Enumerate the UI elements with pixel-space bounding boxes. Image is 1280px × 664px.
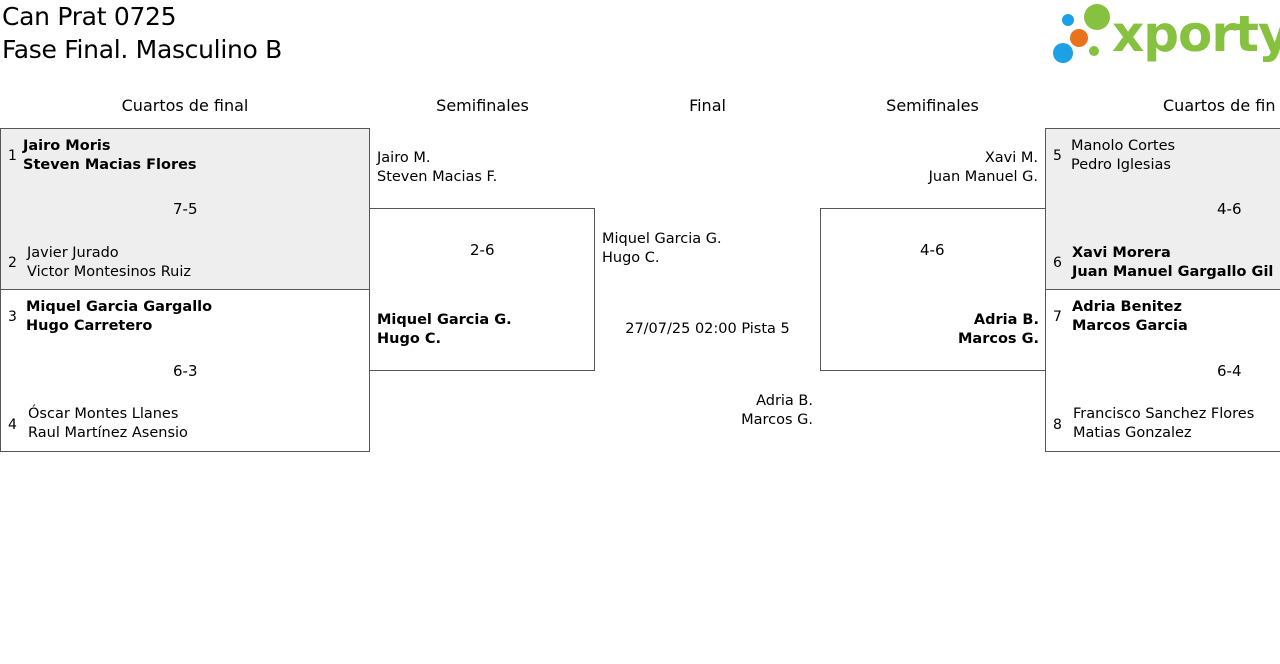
right-semi-team-top: Xavi M. Juan Manuel G. [840,149,1038,187]
player-name: Xavi Morera [1072,245,1171,261]
col-final: Final [689,96,726,115]
match-score: 7-5 [173,200,198,218]
player-name: Hugo Carretero [26,318,153,334]
left-quarter-match-1[interactable]: 1 Jairo Moris Steven Macias Flores 7-5 2… [0,128,370,290]
team-top: Miquel Garcia Gargallo Hugo Carretero [26,298,212,336]
player-name: Marcos Garcia [1072,318,1188,334]
player-name: Steven Macias F. [377,169,498,185]
player-name: Javier Jurado [27,245,119,261]
player-name: Jairo Moris [23,138,111,154]
left-semi-team-bottom: Miquel Garcia G. Hugo C. [377,311,512,349]
right-quarter-match-1[interactable]: 5 Manolo Cortes Pedro Iglesias 4-6 6 Xav… [1045,128,1280,290]
player-name: Jairo M. [377,150,431,166]
final-team-left: Miquel Garcia G. Hugo C. [602,230,722,268]
page-subtitle: Fase Final. Masculino B [2,35,283,64]
match-score: 4-6 [920,241,945,259]
team-bottom: Óscar Montes Llanes Raul Martínez Asensi… [28,405,188,443]
xporty-logo[interactable]: xporty [1050,4,1280,68]
player-name: Pedro Iglesias [1071,157,1171,173]
logo-dots-icon [1053,4,1110,63]
seed-number: 4 [8,417,17,433]
player-name: Miquel Garcia G. [377,312,512,328]
left-quarter-match-2[interactable]: 3 Miquel Garcia Gargallo Hugo Carretero … [0,289,370,452]
left-semi-team-top: Jairo M. Steven Macias F. [377,149,497,187]
final-schedule: 27/07/25 02:00 Pista 5 [625,321,790,337]
right-semi-team-bottom: Adria B. Marcos G. [841,311,1039,349]
player-name: Matias Gonzalez [1073,425,1192,441]
right-quarter-match-2[interactable]: 7 Adria Benitez Marcos Garcia 6-4 8 Fran… [1045,289,1280,452]
team-bottom: Xavi Morera Juan Manuel Gargallo Gil [1072,244,1273,282]
seed-number: 6 [1053,255,1062,271]
player-name: Xavi M. [984,150,1038,166]
player-name: Adria B. [756,393,813,409]
player-name: Juan Manuel Gargallo Gil [1072,264,1274,280]
seed-number: 7 [1053,309,1062,325]
player-name: Adria B. [973,312,1039,328]
seed-number: 5 [1053,148,1062,164]
player-name: Raul Martínez Asensio [28,425,188,441]
team-top: Adria Benitez Marcos Garcia [1072,298,1188,336]
left-semi-match[interactable]: 2-6 Miquel Garcia G. Hugo C. [369,208,595,371]
col-left-quarters: Cuartos de final [121,96,249,115]
player-name: Miquel Garcia Gargallo [26,299,213,315]
player-name: Victor Montesinos Ruiz [27,264,191,280]
final-team-right: Adria B. Marcos G. [700,392,813,430]
seed-number: 8 [1053,417,1062,433]
team-top: Manolo Cortes Pedro Iglesias [1071,137,1175,175]
match-score: 2-6 [470,241,495,259]
player-name: Juan Manuel G. [928,169,1038,185]
player-name: Marcos G. [741,412,813,428]
player-name: Hugo C. [377,331,441,347]
player-name: Adria Benitez [1072,299,1182,315]
seed-number: 1 [8,148,17,164]
team-bottom: Francisco Sanchez Flores Matias Gonzalez [1073,405,1254,443]
player-name: Hugo C. [602,250,660,266]
right-semi-match[interactable]: 4-6 Adria B. Marcos G. [820,208,1046,371]
col-right-quarters: Cuartos de fin [1163,96,1276,115]
seed-number: 3 [8,309,17,325]
page-title: Can Prat 0725 [2,2,177,31]
match-score: 6-3 [173,362,198,380]
col-left-semis: Semifinales [436,96,529,115]
player-name: Marcos G. [957,331,1039,347]
col-right-semis: Semifinales [886,96,979,115]
team-top: Jairo Moris Steven Macias Flores [23,137,197,175]
match-score: 4-6 [1217,200,1242,218]
seed-number: 2 [8,255,17,271]
team-bottom: Javier Jurado Victor Montesinos Ruiz [27,244,191,282]
match-score: 6-4 [1217,362,1242,380]
player-name: Miquel Garcia G. [602,231,722,247]
player-name: Óscar Montes Llanes [28,406,179,422]
player-name: Manolo Cortes [1071,138,1176,154]
player-name: Francisco Sanchez Flores [1073,406,1255,422]
player-name: Steven Macias Flores [23,157,197,173]
logo-text: xporty [1112,5,1280,63]
